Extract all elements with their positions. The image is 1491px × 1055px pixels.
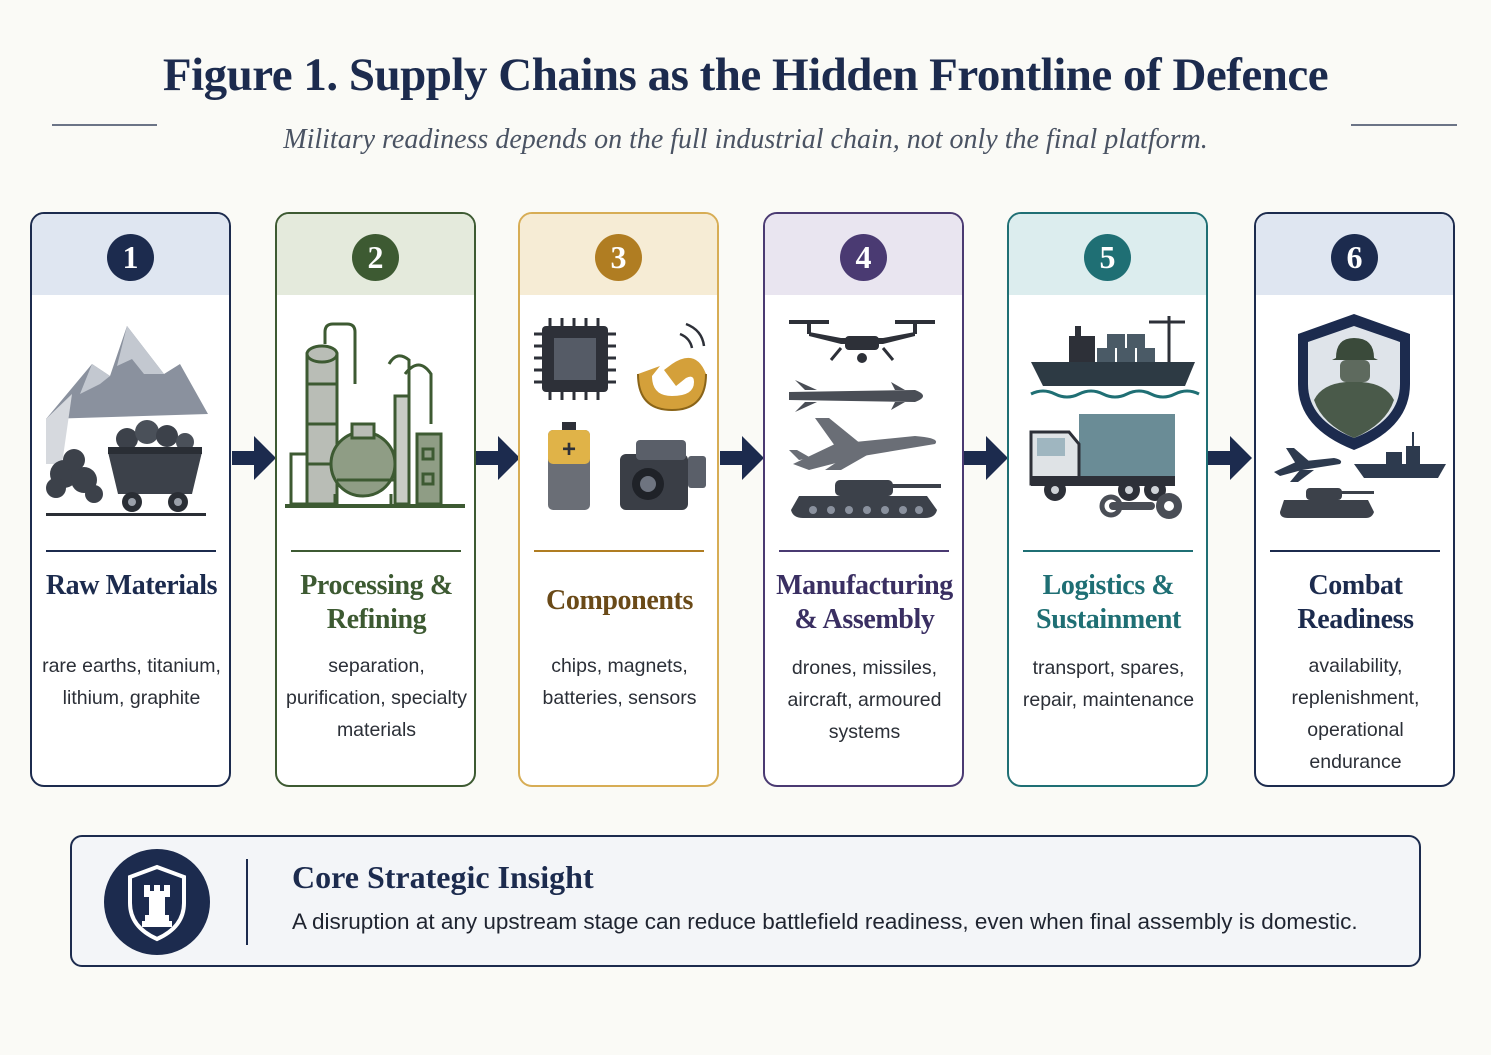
warship-icon — [1354, 432, 1446, 478]
stage-card-logistics-sustainment: 5 Logistics & Sustainment trans — [1007, 212, 1208, 787]
flow-arrow-3-4 — [720, 436, 764, 480]
flow-arrow-2-3 — [476, 436, 520, 480]
sensor-icon — [620, 440, 706, 510]
insight-title: Core Strategic Insight — [292, 859, 594, 895]
battery-icon: + — [548, 422, 590, 510]
soldier-shield-icon — [1298, 314, 1410, 450]
stage-card-components: 3 + Compo — [518, 212, 719, 787]
stage-title: Processing & Refining — [300, 570, 453, 635]
stage-card-raw-materials: 1 Raw Materials rare earths, titanium, l… — [30, 212, 231, 787]
ore-rocks-icon — [46, 449, 103, 503]
combat-readiness-illustration — [1274, 314, 1446, 518]
stage-card-processing-refining: 2 Processing & Refining separation, puri… — [275, 212, 476, 787]
insight-text: A disruption at any upstream stage can r… — [292, 909, 1358, 934]
stage-card-combat-readiness: 6 Combat Readiness availability, repleni… — [1254, 212, 1455, 787]
tank-icon — [791, 480, 941, 518]
stage-number-badge: 2 — [352, 234, 399, 281]
title-rule-right — [1351, 124, 1457, 126]
refinery-icon — [285, 322, 465, 508]
tank-icon — [1280, 488, 1374, 518]
jet-icon — [789, 418, 937, 470]
stage-divider — [1270, 550, 1440, 552]
figure-subtitle: Military readiness depends on the full i… — [283, 124, 1208, 155]
stage-divider — [46, 550, 216, 552]
ore-cart-icon — [46, 420, 206, 516]
chip-icon — [534, 318, 616, 400]
components-illustration: + — [534, 318, 707, 510]
stage-divider — [1023, 550, 1193, 552]
stage-divider — [534, 550, 704, 552]
stage-divider — [291, 550, 461, 552]
stage-description: transport, spares, repair, maintenance — [1022, 657, 1195, 711]
stage-divider — [779, 550, 949, 552]
stage-card-manufacturing-assembly: 4 Manufacturing & Assem — [763, 212, 964, 787]
title-rule-left — [52, 124, 157, 126]
stage-title: Raw Materials — [45, 570, 218, 601]
cargo-ship-icon — [1030, 316, 1200, 399]
insight-divider — [246, 859, 248, 945]
stage-title: Manufacturing & Assembly — [776, 570, 953, 635]
stage-number-badge: 6 — [1331, 234, 1378, 281]
shield-rook-icon — [104, 849, 210, 955]
processing-illustration — [285, 322, 465, 508]
flow-arrow-4-5 — [964, 436, 1008, 480]
stage-number-badge: 5 — [1084, 234, 1131, 281]
stage-number-badge: 3 — [595, 234, 642, 281]
stage-description: availability, replenishment, operational… — [1291, 655, 1420, 773]
svg-text:+: + — [562, 436, 576, 463]
stage-description: drones, missiles, aircraft, armoured sys… — [787, 657, 942, 743]
magnet-icon — [637, 322, 707, 412]
stage-description: rare earths, titanium, lithium, graphite — [42, 655, 221, 709]
truck-icon — [1029, 414, 1175, 501]
core-insight-box: Core Strategic Insight A disruption at a… — [70, 835, 1421, 967]
raw-materials-illustration — [46, 326, 208, 516]
stage-title: Logistics & Sustainment — [1036, 570, 1181, 635]
stage-title: Components — [546, 585, 693, 616]
mountain-icon — [46, 326, 208, 464]
stage-description: chips, magnets, batteries, sensors — [542, 655, 697, 709]
stage-title: Combat Readiness — [1297, 570, 1414, 635]
stage-number-badge: 4 — [840, 234, 887, 281]
flow-arrow-1-2 — [232, 436, 276, 480]
wrench-gear-icon — [1099, 493, 1182, 519]
logistics-illustration — [1029, 316, 1200, 519]
figure-title: Figure 1. Supply Chains as the Hidden Fr… — [162, 49, 1329, 101]
stage-description: separation, purification, specialty mate… — [285, 655, 467, 741]
missile-icon — [789, 380, 923, 412]
jet-icon — [1274, 448, 1342, 482]
drone-icon — [789, 320, 935, 363]
manufacturing-illustration — [789, 320, 941, 518]
flow-arrow-5-6 — [1208, 436, 1252, 480]
stage-number-badge: 1 — [107, 234, 154, 281]
